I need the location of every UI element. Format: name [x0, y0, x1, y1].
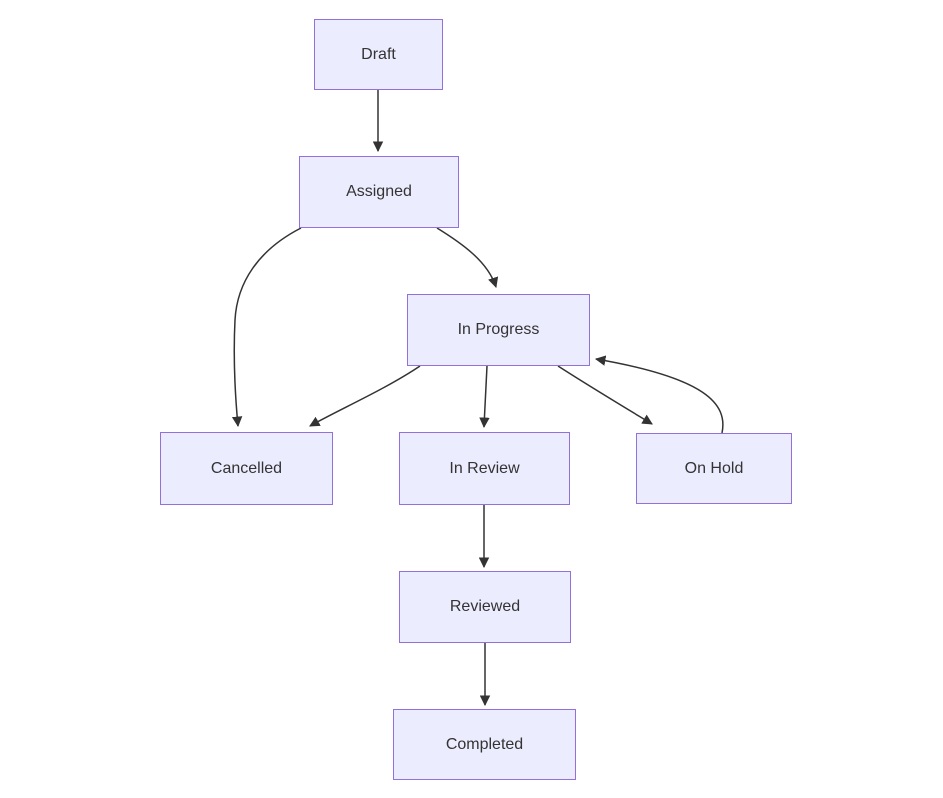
edge-onhold-inprogress: [594, 355, 724, 434]
edge-assigned-inprogress: [436, 227, 499, 288]
node-completed-label: Completed: [445, 735, 524, 753]
node-in-progress: In Progress: [407, 294, 590, 366]
edge-assigned-cancelled: [231, 227, 302, 428]
edge-inprogress-cancelled: [309, 365, 421, 427]
node-assigned-label: Assigned: [346, 183, 412, 201]
node-on-hold-label: On Hold: [684, 459, 744, 477]
edge-inprogress-onhold: [557, 365, 653, 425]
node-draft: Draft: [314, 19, 443, 90]
node-in-review-label: In Review: [449, 459, 520, 477]
node-in-progress-label: In Progress: [457, 321, 540, 339]
node-on-hold: On Hold: [636, 433, 792, 504]
node-cancelled: Cancelled: [160, 432, 333, 505]
node-in-review: In Review: [399, 432, 570, 505]
node-assigned: Assigned: [299, 156, 459, 228]
node-reviewed-label: Reviewed: [449, 598, 521, 616]
node-reviewed: Reviewed: [399, 571, 571, 643]
node-cancelled-label: Cancelled: [210, 459, 283, 477]
node-completed: Completed: [393, 709, 576, 780]
edge-inprogress-inreview: [479, 365, 490, 429]
node-draft-label: Draft: [361, 45, 396, 63]
